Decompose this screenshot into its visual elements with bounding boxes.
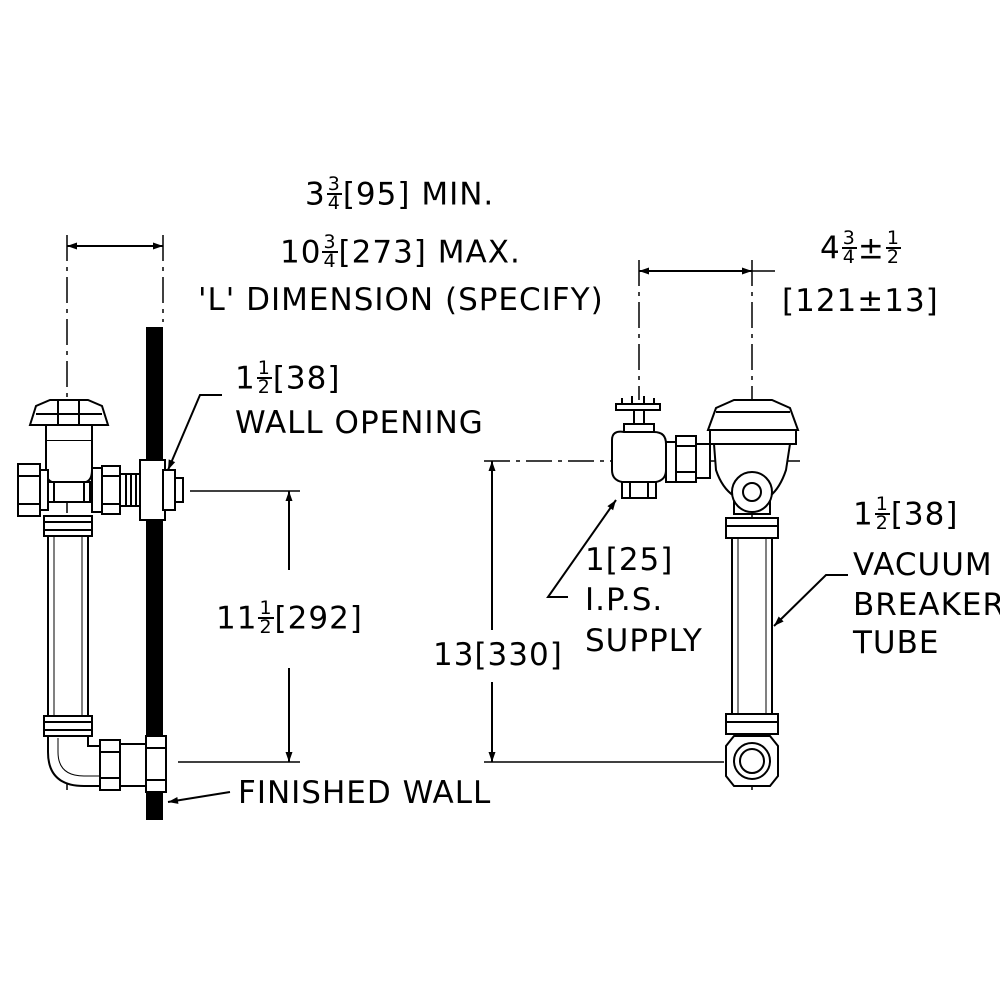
wall-opening-label: WALL OPENING	[235, 405, 484, 441]
supply-size-label: 1[25]	[585, 542, 674, 578]
stop-valve-handle	[616, 404, 660, 410]
side-spud-flange	[146, 736, 166, 792]
vacuum-label-line1: VACUUM	[853, 547, 993, 583]
side-flush-tube	[48, 536, 88, 716]
supply-leader	[548, 500, 616, 597]
finished-wall-leader	[168, 792, 230, 804]
offset-dimension-metric: [121±13]	[782, 283, 939, 319]
wall-opening-leader	[168, 395, 222, 470]
front-view	[484, 260, 848, 790]
flush-valve-cap	[708, 400, 798, 430]
stop-valve-body	[612, 432, 666, 482]
vacuum-breaker-tube	[732, 538, 772, 714]
l-max-whole: 10	[280, 234, 322, 271]
supply-label: SUPPLY	[585, 623, 703, 659]
l-min-whole: 3	[305, 176, 326, 213]
side-valve-cap	[30, 400, 108, 425]
side-view	[18, 235, 300, 820]
vacuum-label-line2: BREAKER	[853, 587, 1000, 623]
height-dimension-b-label: 13[330]	[433, 637, 563, 673]
l-min-metric: [95] MIN.	[342, 176, 495, 213]
finished-wall-label: FINISHED WALL	[238, 775, 492, 811]
side-valve-body	[46, 441, 92, 482]
side-valve-handle-nut	[18, 464, 40, 516]
handle-socket	[732, 472, 772, 512]
l-max-metric: [273] MAX.	[338, 234, 521, 271]
supply-ips-label: I.P.S.	[585, 582, 664, 618]
l-dimension-note: 'L' DIMENSION (SPECIFY)	[198, 282, 604, 318]
vacuum-leader	[774, 575, 848, 626]
vacuum-label-line3: TUBE	[853, 625, 940, 661]
side-elbow	[48, 736, 100, 786]
finished-wall-section	[146, 327, 163, 820]
